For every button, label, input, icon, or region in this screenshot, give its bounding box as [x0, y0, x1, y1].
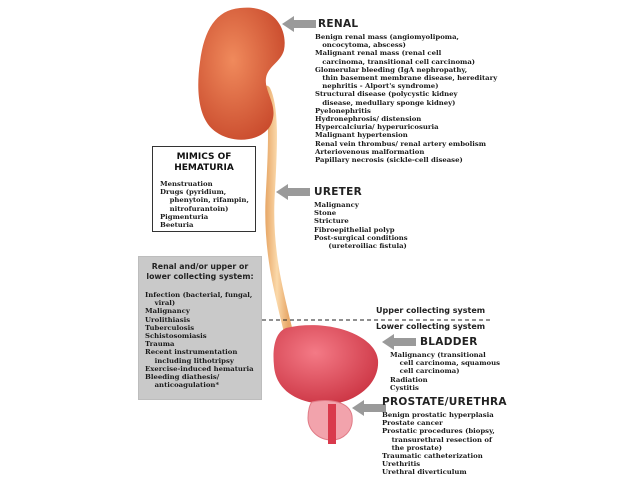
list-item: viral) [145, 299, 261, 307]
list-item: Malignant hypertension [315, 131, 497, 139]
bladder-arrow-icon [382, 334, 416, 350]
list-item: Glomerular bleeding (IgA nephropathy, [315, 66, 497, 74]
list-item: Radiation [390, 376, 500, 384]
list-item: cell carcinoma, squamous [390, 359, 500, 367]
list-item: Arteriovenous malformation [315, 148, 497, 156]
lower-collecting-label: Lower collecting system [376, 322, 485, 331]
list-item: Beeturia [160, 221, 255, 229]
ureter-list: Malignancy Stone Stricture Fibroepitheli… [314, 201, 408, 250]
list-item: Post-surgical conditions [314, 234, 408, 242]
renal-arrow-icon [282, 16, 316, 32]
prostate-title: PROSTATE/URETHRA [382, 396, 507, 408]
mimics-title-line: HEMATURIA [153, 163, 255, 174]
list-item: Traumatic catheterization [382, 452, 495, 460]
list-item: (ureteroiliac fistula) [314, 242, 408, 250]
list-item: carcinoma, transitional cell carcinoma) [315, 58, 497, 66]
list-item: Pyelonephritis [315, 107, 497, 115]
collecting-list: Infection (bacterial, fungal, viral) Mal… [145, 291, 261, 389]
list-item: Infection (bacterial, fungal, [145, 291, 261, 299]
list-item: cell carcinoma) [390, 367, 500, 375]
list-item: Urethritis [382, 460, 495, 468]
list-item: Benign prostatic hyperplasia [382, 411, 495, 419]
collecting-title-line: lower collecting system: [139, 272, 261, 282]
urethra-shape [328, 404, 336, 444]
list-item: disease, medullary sponge kidney) [315, 99, 497, 107]
list-item: Fibroepithelial polyp [314, 226, 408, 234]
renal-list: Benign renal mass (angiomyolipoma, oncoc… [315, 33, 497, 164]
list-item: Menstruation [160, 180, 255, 188]
list-item: Drugs (pyridium, [160, 188, 255, 196]
collecting-title: Renal and/or upper or lower collecting s… [139, 262, 261, 281]
list-item: Schistosomiasis [145, 332, 261, 340]
list-item: Urethral diverticulum [382, 468, 495, 476]
list-item: Bleeding diathesis/ [145, 373, 261, 381]
list-item: nephritis - Alport's syndrome) [315, 82, 497, 90]
list-item: including lithotripsy [145, 357, 261, 365]
collecting-system-box: Renal and/or upper or lower collecting s… [138, 256, 262, 400]
list-item: Renal vein thrombus/ renal artery emboli… [315, 140, 497, 148]
prostate-arrow-icon [352, 400, 386, 416]
list-item: Papillary necrosis (sickle-cell disease) [315, 156, 497, 164]
kidney-shape [198, 8, 284, 140]
prostate-list: Benign prostatic hyperplasia Prostate ca… [382, 411, 495, 477]
bladder-list: Malignancy (transitional cell carcinoma,… [390, 351, 500, 392]
list-item: Malignancy [145, 307, 261, 315]
list-item: anticoagulation* [145, 381, 261, 389]
list-item: Prostate cancer [382, 419, 495, 427]
list-item: Stone [314, 209, 408, 217]
list-item: nitrofurantoin) [160, 205, 255, 213]
bladder-shape [274, 325, 379, 404]
list-item: Cystitis [390, 384, 500, 392]
mimics-list: Menstruation Drugs (pyridium, phenytoin,… [160, 180, 255, 229]
list-item: Stricture [314, 217, 408, 225]
list-item: Trauma [145, 340, 261, 348]
list-item: transurethral resection of [382, 436, 495, 444]
list-item: Exercise-induced hematuria [145, 365, 261, 373]
list-item: Hypercalciuria/ hyperuricosuria [315, 123, 497, 131]
list-item: Malignancy [314, 201, 408, 209]
list-item: Urolithiasis [145, 316, 261, 324]
bladder-title: BLADDER [420, 336, 478, 348]
list-item: Hydronephrosis/ distension [315, 115, 497, 123]
list-item: Recent instrumentation [145, 348, 261, 356]
list-item: Malignant renal mass (renal cell [315, 49, 497, 57]
list-item: Prostatic procedures (biopsy, [382, 427, 495, 435]
list-item: Pigmenturia [160, 213, 255, 221]
list-item: the prostate) [382, 444, 495, 452]
list-item: phenytoin, rifampin, [160, 196, 255, 204]
renal-title: RENAL [318, 18, 358, 30]
list-item: Tuberculosis [145, 324, 261, 332]
upper-collecting-label: Upper collecting system [376, 306, 485, 315]
list-item: oncocytoma, abscess) [315, 41, 497, 49]
list-item: Structural disease (polycystic kidney [315, 90, 497, 98]
collecting-title-line: Renal and/or upper or [139, 262, 261, 272]
mimics-box: MIMICS OF HEMATURIA Menstruation Drugs (… [152, 146, 256, 232]
ureter-arrow-icon [276, 184, 310, 200]
list-item: Malignancy (transitional [390, 351, 500, 359]
ureter-title: URETER [314, 186, 362, 198]
list-item: thin basement membrane disease, heredita… [315, 74, 497, 82]
mimics-title-line: MIMICS OF [153, 152, 255, 163]
mimics-title: MIMICS OF HEMATURIA [153, 152, 255, 174]
list-item: Benign renal mass (angiomyolipoma, [315, 33, 497, 41]
